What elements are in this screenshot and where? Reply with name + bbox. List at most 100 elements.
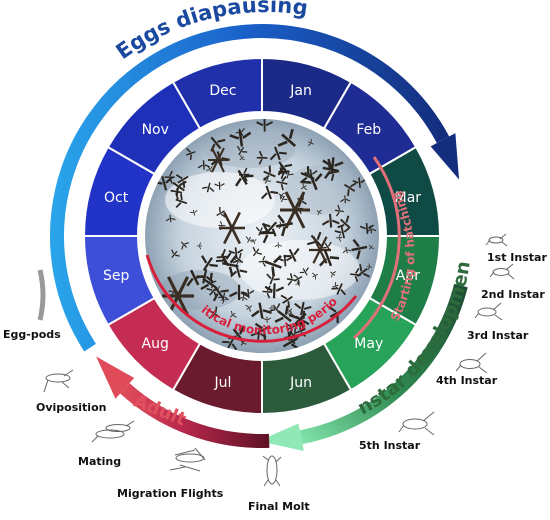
swarm-locust (205, 166, 213, 173)
swarm-locust (214, 181, 225, 190)
swarm-locust (269, 146, 287, 161)
swarm-locust (229, 284, 250, 300)
swarm-locust (299, 166, 315, 184)
adult-arrowhead (96, 356, 135, 399)
swarm-locust (340, 195, 351, 204)
swarm-locust (202, 182, 215, 193)
stage-2nd-instar: 2nd Instar (481, 288, 545, 301)
phase-arrows (50, 24, 468, 451)
swarm-locust (367, 263, 373, 270)
swarm-locust (255, 226, 267, 236)
swarm-locust (351, 238, 368, 260)
swarm-locust (175, 193, 188, 209)
adult-arrow (120, 383, 270, 448)
eggs-diapausing-arrowhead (430, 133, 460, 180)
swarm-locust (262, 316, 272, 323)
instar-3-icon (474, 302, 503, 321)
month-label-may: May (354, 336, 383, 352)
eggs-diapausing-arrow (50, 24, 450, 352)
swarm-locust (201, 255, 218, 271)
swarm-locust (369, 244, 375, 250)
stage-3rd-instar: 3rd Instar (467, 329, 529, 342)
stage-4th-instar: 4th Instar (436, 374, 498, 387)
swarm-locust (366, 225, 377, 234)
swarm-locust (342, 246, 351, 254)
swarm-locust (337, 215, 351, 229)
month-label-dec: Dec (209, 83, 236, 99)
large-locust (219, 211, 245, 245)
swarm-locust (262, 165, 276, 181)
swarm-locust (197, 160, 211, 170)
swarm-locust (250, 327, 267, 340)
swarm-locust (196, 242, 203, 250)
swarm-locust (245, 236, 254, 243)
swarm-locust (334, 204, 344, 217)
swarm-locust (343, 182, 357, 197)
instar-development-arrowhead (258, 423, 304, 451)
swarm-locust (278, 192, 285, 200)
swarm-locust (274, 305, 292, 323)
swarm-locust (222, 336, 238, 351)
swarm-locust (264, 283, 285, 299)
swarm-locust (216, 206, 226, 218)
swarm-locust (262, 221, 278, 237)
swarm-locust (268, 304, 276, 310)
swarm-locust (283, 247, 300, 262)
swarm-locust (331, 283, 346, 296)
swarm-locust (277, 128, 297, 148)
swarm-locust (165, 214, 176, 223)
swarm-locust (294, 301, 312, 316)
swarm-locust (220, 296, 227, 304)
month-label-oct: Oct (104, 190, 129, 206)
month-label-jun: Jun (289, 375, 312, 391)
swarm-locust (234, 258, 242, 265)
swarm-locust (208, 306, 221, 319)
final-molt-icon (262, 455, 282, 487)
swarm-locust (245, 304, 253, 312)
swarm-locust (180, 241, 189, 250)
swarm-locust (275, 214, 293, 237)
month-label-nov: Nov (142, 122, 169, 138)
swarm-locust (287, 311, 295, 317)
swarm-locust (278, 167, 288, 180)
swarm-locust (252, 246, 263, 257)
mating-icon (91, 420, 135, 443)
month-label-sep: Sep (103, 268, 130, 284)
swarm-locust (171, 249, 180, 259)
large-locust (161, 276, 195, 316)
swarm-locust (336, 233, 343, 242)
swarm-locust (280, 294, 293, 308)
swarm-locust (234, 169, 254, 187)
month-label-jul: Jul (213, 375, 231, 391)
month-label-jan: Jan (289, 83, 312, 99)
swarm-locust (321, 213, 340, 228)
month-label-feb: Feb (356, 122, 381, 138)
swarm-locust (312, 272, 318, 280)
swarm-locust (266, 273, 280, 285)
swarm-locust (200, 272, 217, 291)
swarm-locust (221, 254, 239, 277)
swarm-locust (276, 176, 288, 191)
instar-4-icon (455, 352, 488, 374)
starting-hatching-arc (352, 156, 401, 340)
swarm-locust (326, 165, 340, 181)
swarm-locust (206, 286, 218, 298)
instar-5-icon (398, 411, 435, 436)
month-label-apr: Apr (396, 268, 420, 284)
swarm-locust (294, 310, 310, 328)
swarm-locust (300, 183, 308, 191)
swarm-locust (274, 242, 282, 248)
oviposition-icon (43, 369, 74, 393)
swarm-locust (251, 302, 272, 319)
swarm-locust (235, 127, 245, 136)
swarm-locust (330, 271, 337, 278)
swarm-locust (260, 185, 279, 200)
swarm-photo (145, 119, 379, 353)
month-label-mar: Mar (395, 190, 422, 206)
swarm-locust (334, 226, 351, 239)
instar-1-icon (485, 233, 508, 247)
swarm-locust (256, 119, 273, 132)
